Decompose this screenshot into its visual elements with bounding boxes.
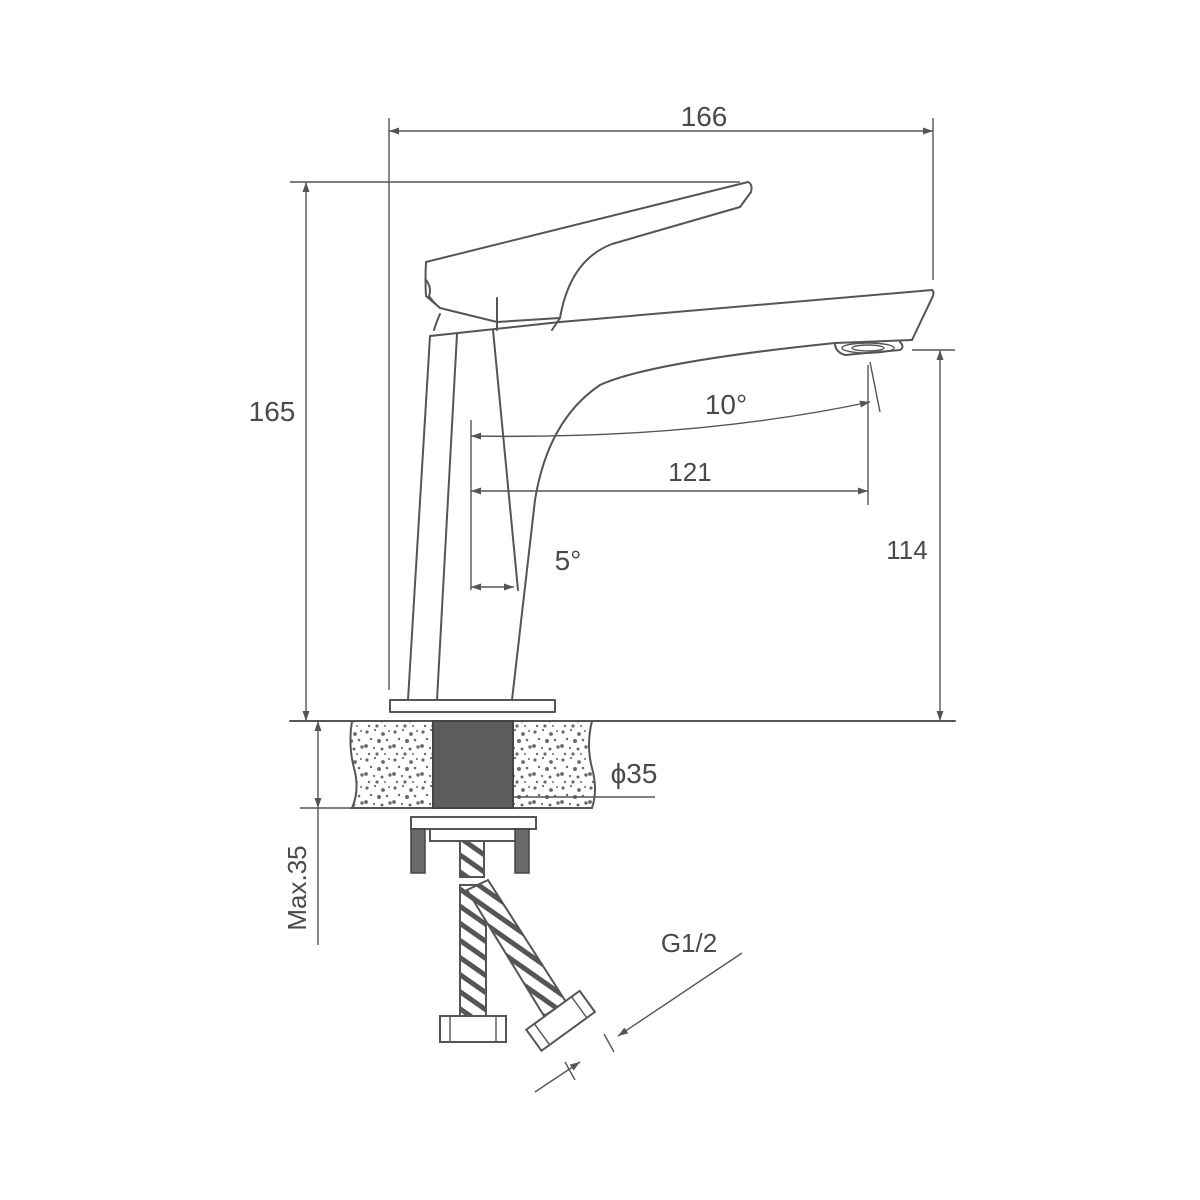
label-max-counter: Max.35 <box>282 845 312 930</box>
label-spout-reach: 121 <box>668 457 711 487</box>
body-front <box>407 335 431 701</box>
mounting-shank <box>432 720 514 809</box>
body-back-line <box>492 329 519 591</box>
hose-nut-right <box>524 989 597 1053</box>
spout-underside <box>511 339 913 701</box>
mounting-nut <box>429 828 517 842</box>
dimension-labels: 166 165 114 121 10° 5° ϕ35 Max.35 G1/2 <box>249 101 928 958</box>
label-thread: G1/2 <box>661 928 717 958</box>
countertop-right <box>512 720 596 809</box>
countertop-section <box>289 720 956 874</box>
handle-cap-left <box>425 279 441 309</box>
label-overall-width: 166 <box>681 101 728 132</box>
mounting-bolt-right <box>514 828 530 874</box>
hose-stub <box>459 840 485 878</box>
supply-hoses <box>439 840 597 1053</box>
spout-top <box>429 289 935 341</box>
base-ring <box>389 699 556 713</box>
dim-arc-spout-angle <box>470 400 871 440</box>
countertop-left <box>349 720 434 809</box>
dim-line-thread <box>617 952 743 1037</box>
dimension-lines <box>290 118 955 1093</box>
label-spout-height: 114 <box>886 535 927 565</box>
mounting-plate <box>410 816 537 830</box>
aerator <box>834 341 904 356</box>
label-hole-diameter: ϕ35 <box>611 758 658 789</box>
label-overall-height: 165 <box>249 396 296 427</box>
label-body-angle: 5° <box>555 545 582 576</box>
cartridge-neck <box>433 313 561 331</box>
lever-handle <box>424 181 753 323</box>
label-spout-angle: 10° <box>705 389 747 420</box>
body-inner-edge <box>436 333 458 701</box>
hose-nut-left <box>439 1015 507 1043</box>
mounting-bolt-left <box>410 828 426 874</box>
faucet-outline <box>389 181 935 713</box>
